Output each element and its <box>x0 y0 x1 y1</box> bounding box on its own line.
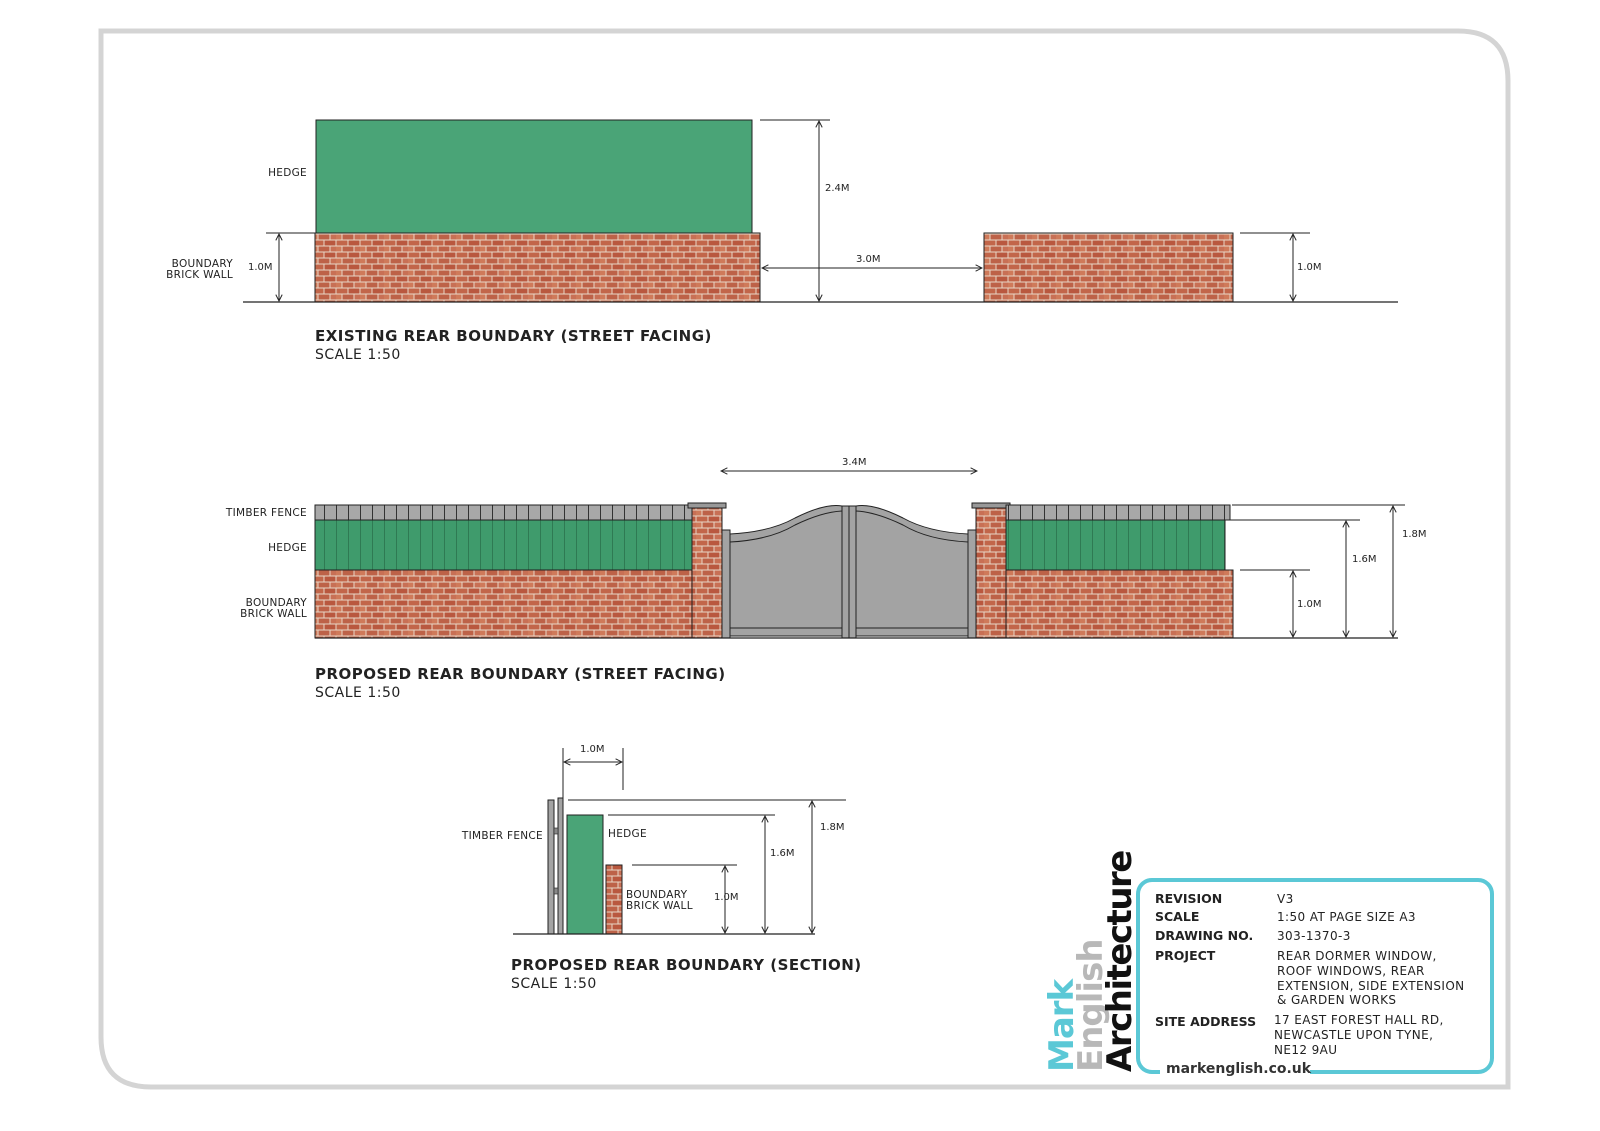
dim-label: 1.8M <box>1402 529 1427 540</box>
svg-text:Mark: Mark <box>1042 977 1082 1072</box>
drawing-title: PROPOSED REAR BOUNDARY (STREET FACING) <box>315 665 726 683</box>
svg-text:English: English <box>1071 939 1111 1072</box>
svg-text:Architecture: Architecture <box>1100 851 1140 1072</box>
title-block: Mark English Architecture markenglish.co… <box>1042 851 1494 1078</box>
proposed-elevation: 3.4M 1.0M 1.6M 1.8M TIMBER FENCE HEDGE B… <box>225 457 1427 701</box>
dim-label: 1.0M <box>248 262 273 273</box>
drawing-scale: SCALE 1:50 <box>511 976 597 992</box>
dim-label: 2.4M <box>825 183 850 194</box>
label-wall: BRICK WALL <box>240 608 307 620</box>
dim-label: 1.0M <box>580 744 605 755</box>
site-address-line: 17 EAST FOREST HALL RD, <box>1274 1013 1444 1027</box>
hedge-left <box>314 519 693 571</box>
logo: Mark English Architecture <box>1042 851 1140 1072</box>
existing-wall-left <box>314 232 761 303</box>
revision-value: V3 <box>1277 892 1294 906</box>
label-wall: BOUNDARY <box>172 258 234 270</box>
proposed-section: 1.0M 1.8M 1.6M 1.0M TIMBER FENCE HEDGE B… <box>461 744 862 992</box>
gate <box>721 505 977 639</box>
pillar-right <box>975 506 1007 639</box>
existing-elevation: 2.4M 3.0M 1.0M 1.0M HEDGE BOUNDARY BRICK… <box>166 119 1398 363</box>
drawing-title: EXISTING REAR BOUNDARY (STREET FACING) <box>315 327 712 345</box>
label-fence: TIMBER FENCE <box>225 507 307 519</box>
dim-label: 1.0M <box>1297 262 1322 273</box>
label-fence: TIMBER FENCE <box>461 830 543 842</box>
drawing-no-label: DRAWING NO. <box>1155 928 1253 943</box>
drawing-no-value: 303-1370-3 <box>1277 929 1351 943</box>
label-hedge: HEDGE <box>608 828 647 840</box>
dim-label: 1.0M <box>1297 599 1322 610</box>
label-wall: BRICK WALL <box>166 269 233 281</box>
drawing-scale: SCALE 1:50 <box>315 347 401 363</box>
pillar-left <box>691 506 723 639</box>
section-hedge <box>566 814 604 935</box>
hedge-right <box>1005 519 1226 571</box>
site-address-label: SITE ADDRESS <box>1155 1014 1256 1029</box>
dim-label: 3.4M <box>842 457 867 468</box>
project-label: PROJECT <box>1155 948 1216 963</box>
scale-value: 1:50 AT PAGE SIZE A3 <box>1277 910 1416 924</box>
scale-label: SCALE <box>1155 909 1199 924</box>
label-wall: BOUNDARY <box>246 597 308 609</box>
project-line: & GARDEN WORKS <box>1277 993 1396 1007</box>
wall-right <box>1005 569 1234 639</box>
dim-label: 1.0M <box>714 892 739 903</box>
label-wall: BRICK WALL <box>626 900 693 912</box>
site-address-line: NE12 9AU <box>1274 1043 1337 1057</box>
existing-wall-right <box>983 232 1234 303</box>
dim-label: 3.0M <box>856 254 881 265</box>
project-line: REAR DORMER WINDOW, <box>1277 949 1437 963</box>
sheet-border <box>98 28 1511 1090</box>
existing-hedge <box>315 119 753 234</box>
label-hedge: HEDGE <box>268 542 307 554</box>
dim-label: 1.6M <box>1352 554 1377 565</box>
section-wall <box>605 864 623 935</box>
wall-left <box>314 569 693 639</box>
fence-right <box>1005 504 1231 521</box>
website: markenglish.co.uk <box>1166 1061 1312 1077</box>
label-hedge: HEDGE <box>268 167 307 179</box>
title-block-frame <box>1136 878 1494 1074</box>
project-line: EXTENSION, SIDE EXTENSION <box>1277 979 1465 993</box>
site-address-line: NEWCASTLE UPON TYNE, <box>1274 1028 1433 1042</box>
dim-label: 1.8M <box>820 822 845 833</box>
label-wall: BOUNDARY <box>626 889 688 901</box>
fence-post <box>547 799 555 935</box>
fence-left <box>314 504 693 521</box>
revision-label: REVISION <box>1155 891 1222 906</box>
drawing-scale: SCALE 1:50 <box>315 685 401 701</box>
dim-label: 1.6M <box>770 848 795 859</box>
project-line: ROOF WINDOWS, REAR <box>1277 964 1425 978</box>
drawing-title: PROPOSED REAR BOUNDARY (SECTION) <box>511 956 862 974</box>
